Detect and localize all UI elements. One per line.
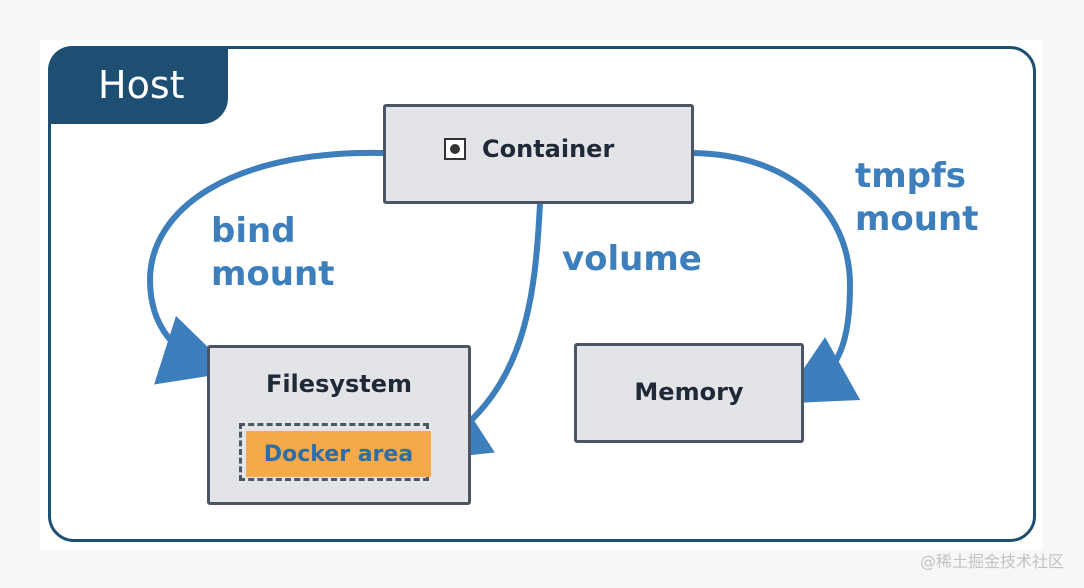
container-node: Container [383, 104, 694, 204]
tmpfs-mount-label: tmpfs mount [855, 156, 979, 239]
host-tab [48, 46, 228, 124]
host-label: Host [98, 63, 185, 107]
container-icon [444, 138, 466, 160]
bind-mount-label: bind mount [211, 211, 335, 294]
docker-area: Docker area [246, 431, 431, 477]
memory-node: Memory [574, 343, 804, 443]
filesystem-node: Filesystem Docker area [207, 345, 471, 505]
memory-label: Memory [634, 378, 744, 406]
filesystem-label: Filesystem [265, 370, 413, 398]
host-frame [48, 46, 1036, 542]
volume-label: volume [562, 239, 702, 279]
container-label: Container [482, 135, 615, 163]
watermark: @稀土掘金技术社区 [919, 552, 1064, 571]
